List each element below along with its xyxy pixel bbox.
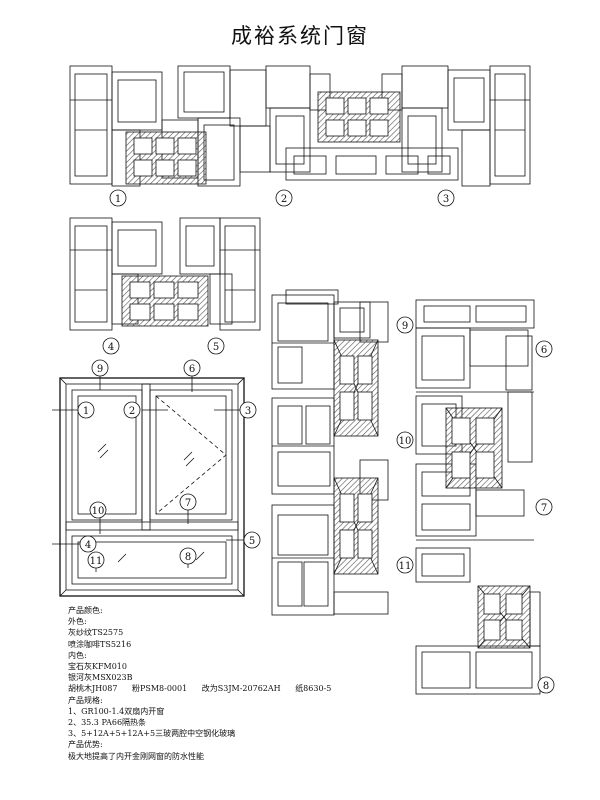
interior-color-2: 银河灰MSX023B — [68, 673, 133, 683]
callout-11-elevation: 11 — [90, 556, 103, 567]
callout-5-elevation: 5 — [249, 536, 255, 547]
glazing-unit-2 — [317, 91, 401, 143]
spec-2: 2、35.3 PA66隔热条 — [68, 718, 147, 728]
callout-10: 10 — [399, 436, 412, 447]
code-changed: 改为S3JM-20762AH — [201, 684, 281, 694]
glazing-unit-mid-upper — [333, 339, 379, 437]
callout-10-elevation: 10 — [92, 506, 105, 517]
callout-9: 9 — [402, 321, 408, 332]
callout-6: 6 — [541, 345, 547, 356]
product-notes: 产品颜色: 外色: 灰纱纹TS2575 喷涂咖啡TS5216 内色: 宝石灰KF… — [68, 605, 343, 762]
glazing-unit-mid-lower — [333, 477, 379, 575]
exterior-color-2: 喷涂咖啡TS5216 — [68, 639, 132, 649]
code-powder: 粉PSM8-0001 — [132, 684, 188, 694]
color-heading: 产品颜色: — [68, 606, 103, 615]
code-paper: 纸8630-5 — [295, 684, 332, 694]
advantage-heading: 产品优势: — [68, 740, 103, 750]
glazing-unit-4-5 — [121, 275, 209, 327]
glazing-unit-right-upper — [445, 407, 503, 489]
callout-7-elevation: 7 — [185, 498, 191, 509]
spec-heading: 产品规格: — [68, 695, 103, 705]
callout-7: 7 — [541, 503, 547, 514]
code-walnut: 胡桃木JH087 — [68, 684, 118, 694]
callout-4-elevation: 4 — [85, 540, 91, 551]
callout-2-elevation: 2 — [129, 406, 135, 417]
spec-3: 3、5+12A+5+12A+5三玻两腔中空钢化玻璃 — [68, 729, 236, 739]
glazing-unit-right-lower — [477, 585, 531, 649]
window-elevation — [52, 374, 252, 597]
callout-4: 4 — [108, 342, 114, 353]
exterior-color-1: 灰纱纹TS2575 — [68, 628, 124, 638]
callout-8-elevation: 8 — [185, 552, 191, 563]
interior-color-1: 宝石灰KFM010 — [68, 662, 127, 672]
spec-1: 1、GR100-1.4双扇内开窗 — [68, 706, 165, 716]
callout-6-elevation: 6 — [189, 364, 195, 375]
callout-3-elevation: 3 — [245, 406, 251, 417]
callout-5: 5 — [213, 342, 219, 353]
callout-9-elevation: 9 — [97, 364, 103, 375]
callout-1-elevation: 1 — [83, 406, 89, 417]
color-codes-row: 胡桃木JH087 粉PSM8-0001 改为S3JM-20762AH 纸8630… — [68, 683, 343, 694]
glazing-unit-1 — [125, 131, 207, 185]
callout-11: 11 — [399, 561, 412, 572]
exterior-heading: 外色: — [68, 617, 87, 627]
callout-8: 8 — [543, 681, 549, 692]
vertical-section-b — [415, 299, 541, 695]
page-title: 成裕系统门窗 — [231, 24, 369, 48]
advantage-1: 极大地提高了内开金刚网窗的防水性能 — [68, 751, 204, 761]
callout-1: 1 — [115, 194, 121, 205]
callout-3: 3 — [443, 194, 449, 205]
callout-2: 2 — [281, 194, 287, 205]
interior-heading: 内色: — [68, 650, 87, 660]
